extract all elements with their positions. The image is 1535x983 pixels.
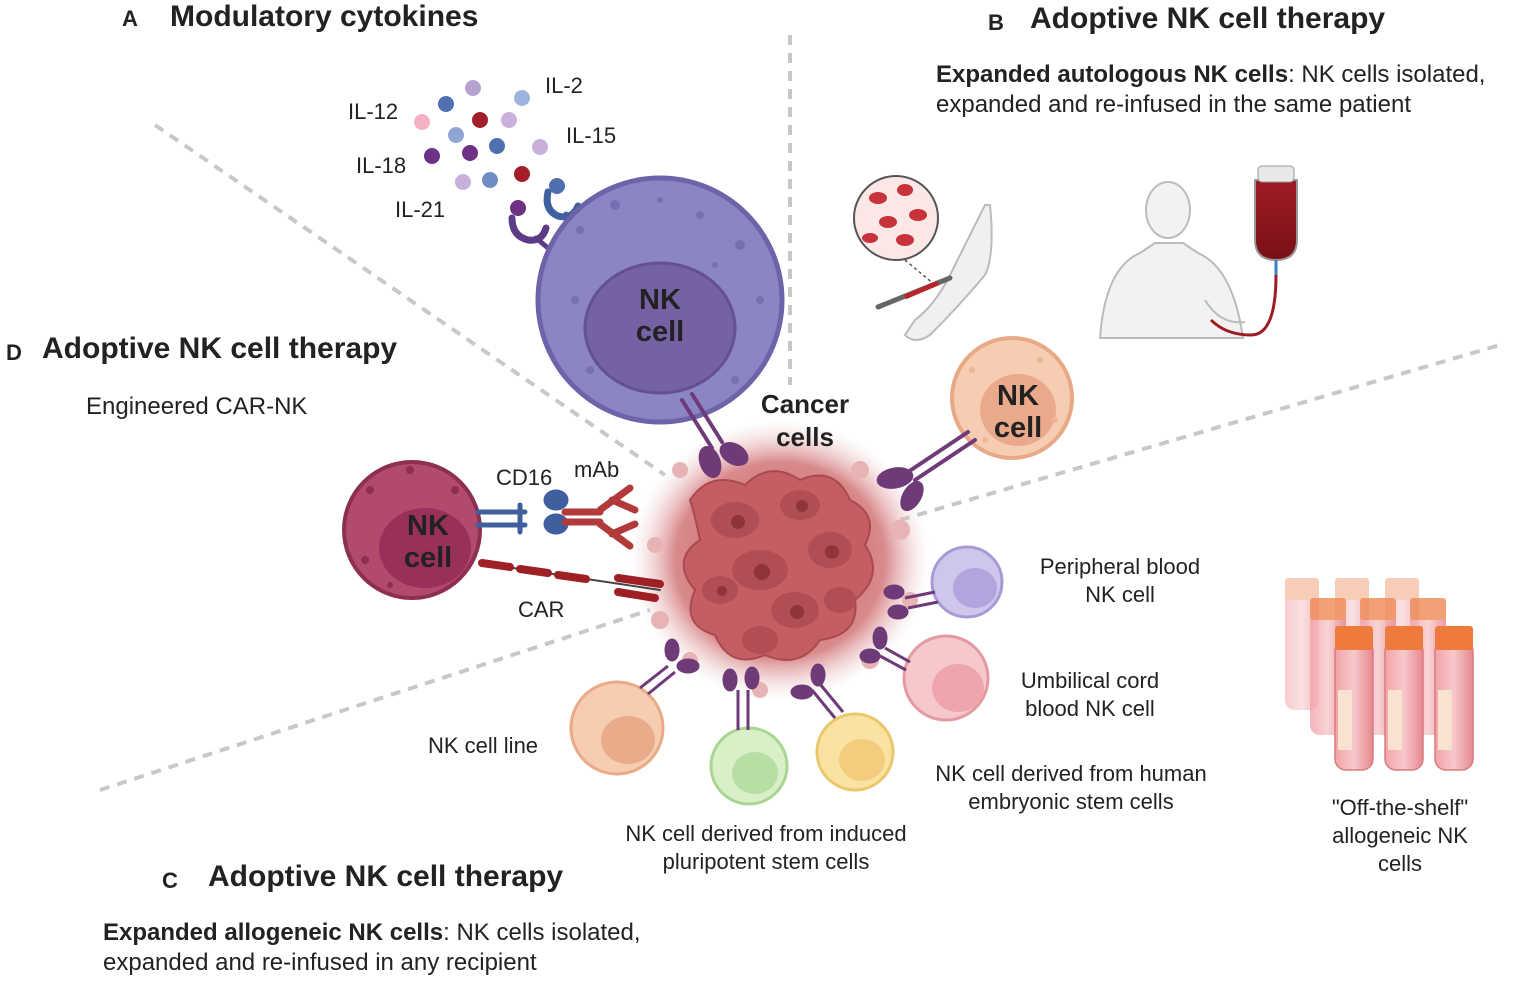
panel-dividers [99,35,1501,792]
nk-cell-line [569,680,665,776]
label-il-15: IL-15 [566,123,617,148]
panel-b-description-rest: : NK cells isolated, [1288,61,1486,88]
panel-d-letter: D [6,340,22,365]
panel-c-description-rest: : NK cells isolated, [443,919,641,946]
nk-cell-right-label: NK cell [978,380,1058,444]
panel-c-letter: C [162,868,178,893]
label-ipsc-nk-line1: NK cell derived from induced [625,821,907,846]
nk-cell-right [950,336,1074,460]
label-ipsc-nk: NK cell derived from induced pluripotent… [602,820,930,876]
nk-cell-main-label-line1: NK [639,284,681,316]
panel-b-description: Expanded autologous NK cells: NK cells i… [936,60,1516,120]
cancer-cells-label: Cancer cells [752,388,858,454]
arm-with-syringe [875,204,993,341]
cd16-receptor [475,489,569,535]
nk-cell-main [535,175,785,425]
nk-cell-main-label-line2: cell [635,316,685,348]
panel-c-description-bold: Expanded allogeneic NK cells [103,919,444,946]
label-umbilical-cord-nk-line2: blood NK cell [1025,696,1155,721]
label-off-the-shelf-line1: "Off-the-shelf" [1331,795,1469,820]
nk-cell-right-label-line2: cell [993,412,1043,444]
cancer-cells-label-line2: cells [776,422,834,452]
panel-c-description: Expanded allogeneic NK cells: NK cells i… [103,918,723,978]
label-cd16: CD16 [496,465,553,490]
label-hesc-nk-line2: embryonic stem cells [968,789,1174,814]
label-il-2: IL-2 [545,73,583,98]
label-peripheral-blood-nk-line2: NK cell [1085,582,1155,607]
mab-antibody [561,484,639,550]
label-umbilical-cord-nk-line1: Umbilical cord [1020,668,1160,693]
cancer-cells-label-line1: Cancer [760,389,850,419]
label-nk-cell-line: NK cell line [428,733,539,758]
panel-d-description: Engineered CAR-NK [86,393,308,420]
receptor-main-nk [680,392,749,478]
label-il-18: IL-18 [356,153,407,178]
panel-b-description-bold: Expanded autologous NK cells [936,61,1289,88]
label-off-the-shelf: "Off-the-shelf" allogeneic NK cells [1300,794,1500,878]
label-umbilical-cord-nk: Umbilical cord blood NK cell [1010,667,1170,723]
car-receptor [478,559,664,602]
label-il-12: IL-12 [348,99,399,124]
nk-cell-peripheral-blood [930,545,1004,619]
panel-c-title: Adoptive NK cell therapy [208,860,564,893]
panel-b-letter: B [988,10,1004,35]
cytokine-particles [414,80,565,216]
blood-bag [1209,165,1298,337]
nk-cell-car-label: NK cell [388,510,468,574]
panel-b-description-line2: expanded and re-infused in the same pati… [936,91,1411,118]
label-hesc-nk: NK cell derived from human embryonic ste… [915,760,1227,816]
label-ipsc-nk-line2: pluripotent stem cells [662,849,870,874]
panel-b-title: Adoptive NK cell therapy [1030,2,1386,35]
nk-cell-hesc [815,712,895,792]
patient-silhouette [1098,181,1246,339]
label-off-the-shelf-line3: cells [1377,851,1422,876]
nk-cell-ipsc [709,726,789,806]
nk-cell-main-label: NK cell [620,284,700,348]
panel-a-title: Modulatory cytokines [170,0,479,33]
cryovial-tubes [1285,578,1474,771]
receptor-right-nk [876,430,977,512]
panel-a-letter: A [122,6,138,31]
nk-cell-car-label-line1: NK [407,510,449,542]
label-peripheral-blood-nk: Peripheral blood NK cell [1030,553,1210,609]
nk-cell-right-label-line1: NK [997,380,1039,412]
label-car: CAR [518,597,565,622]
nk-cell-umbilical-cord [902,634,990,722]
cancer-cell-cluster [630,420,930,700]
nk-cell-car [342,460,482,600]
nk-cell-car-label-line2: cell [403,542,453,574]
panel-c-description-line2: expanded and re-infused in any recipient [103,949,537,976]
label-off-the-shelf-line2: allogeneic NK [1332,823,1468,848]
label-il-21: IL-21 [395,197,446,222]
label-mab: mAb [574,457,620,482]
label-peripheral-blood-nk-line1: Peripheral blood [1039,554,1201,579]
blood-smear-magnifier [853,175,939,286]
label-hesc-nk-line1: NK cell derived from human [935,761,1207,786]
panel-d-title: Adoptive NK cell therapy [42,332,398,365]
